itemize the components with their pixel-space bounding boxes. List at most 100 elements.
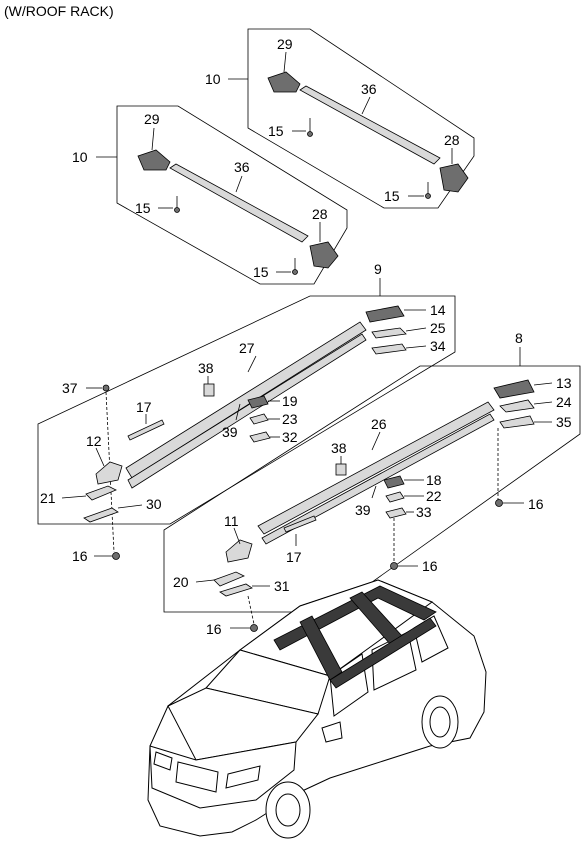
callout-21: 21	[40, 490, 56, 506]
callout-9: 9	[374, 261, 382, 277]
callout-14: 14	[430, 302, 446, 318]
side-rail-group-right: 8 26 13 24 35 38 18 22 33 39 17 11 20	[163, 330, 581, 637]
vehicle-hood	[167, 687, 319, 761]
callout-29-lower: 29	[144, 111, 160, 127]
vehicle-roof-crossbar-front	[299, 615, 343, 681]
callout-30: 30	[146, 496, 162, 512]
vehicle-headlight-right	[225, 765, 261, 789]
callout-18: 18	[426, 472, 442, 488]
clip-38-right	[335, 463, 347, 476]
pad-32	[249, 431, 271, 443]
side-rail-26	[257, 401, 495, 535]
vehicle-wheel-front-hub	[275, 793, 301, 827]
vehicle-headlight-left	[153, 751, 173, 771]
nut-16-bottom	[250, 624, 258, 632]
crossbar-group-lower: 10 29 36 28 15 15	[72, 105, 348, 285]
vehicle-front	[149, 741, 297, 809]
callout-23: 23	[282, 411, 298, 427]
end-cap-12	[95, 461, 123, 485]
vehicle-grille	[175, 761, 219, 793]
callout-38-right: 38	[331, 440, 347, 456]
cover-24	[499, 399, 535, 413]
bracket-29-lower	[137, 149, 171, 171]
callout-22: 22	[426, 488, 442, 504]
callout-8: 8	[515, 330, 523, 346]
callout-32: 32	[282, 429, 298, 445]
side-rail-27-lower-strip	[127, 333, 367, 489]
callout-19: 19	[282, 393, 298, 409]
pad-33	[385, 507, 407, 519]
callout-35: 35	[556, 414, 572, 430]
callout-16-right-b: 16	[422, 558, 438, 574]
callout-39-right: 39	[355, 502, 371, 518]
callout-17-right: 17	[286, 549, 302, 565]
crossbar-group-upper: 10 29 36 28 15 15	[205, 28, 475, 209]
nut-16-right-b	[390, 562, 398, 570]
side-rail-left-frame	[37, 295, 456, 525]
vehicle-roof-rack-rail	[273, 585, 437, 651]
bolt-15-upper-b	[425, 193, 431, 199]
side-rail-27	[125, 321, 367, 479]
callout-26: 26	[371, 416, 387, 432]
end-cap-11	[225, 539, 253, 563]
callout-12: 12	[86, 433, 102, 449]
crossbar-36-lower	[169, 163, 309, 243]
cover-22	[385, 491, 405, 503]
callout-24: 24	[556, 394, 572, 410]
bolt-15-lower-b	[292, 269, 298, 275]
strip-17	[127, 419, 165, 441]
callout-28-lower: 28	[312, 206, 328, 222]
cap-18	[383, 475, 405, 489]
nut-16-right-a	[495, 499, 503, 507]
pad-30	[83, 507, 119, 523]
callout-34: 34	[430, 338, 446, 354]
end-cap-14	[365, 305, 405, 323]
pad-31	[219, 583, 253, 597]
cap-19	[247, 395, 269, 409]
clip-38	[203, 383, 215, 397]
strip-17-right	[283, 515, 317, 533]
callout-16-left: 16	[72, 548, 88, 564]
vehicle-mirror	[321, 721, 343, 743]
callout-29-upper: 29	[277, 36, 293, 52]
callout-10-lower: 10	[72, 149, 88, 165]
callout-15-upper-a: 15	[268, 123, 284, 139]
vehicle-roof-rack-rail-side	[329, 617, 437, 689]
bracket-28-lower	[309, 241, 339, 269]
bracket-28-upper	[439, 163, 469, 193]
cover-25	[371, 327, 407, 339]
screw-37	[102, 384, 110, 392]
callout-36-lower: 36	[234, 159, 250, 175]
callout-16-bottom: 16	[206, 621, 222, 637]
vehicle-wheel-rear-hub	[429, 706, 451, 738]
pad-34	[371, 343, 407, 355]
callout-28-upper: 28	[444, 132, 460, 148]
callout-27: 27	[239, 340, 255, 356]
callout-13: 13	[556, 375, 572, 391]
callout-20: 20	[173, 574, 189, 590]
callout-16-right-a: 16	[528, 496, 544, 512]
callout-39: 39	[222, 424, 238, 440]
callout-38: 38	[198, 360, 214, 376]
nut-16-left	[112, 552, 120, 560]
callout-15-upper-b: 15	[384, 188, 400, 204]
bolt-15-upper-a	[307, 131, 313, 137]
bolt-15-lower-a	[174, 207, 180, 213]
end-cap-13	[493, 379, 535, 399]
bracket-29-upper	[267, 71, 301, 93]
diagram-header: (W/ROOF RACK)	[4, 3, 114, 19]
pad-35	[499, 415, 535, 429]
side-rail-group-left: 9 27 14 25 34 38 19 23 32 39 17 37	[37, 261, 456, 564]
callout-33: 33	[416, 504, 432, 520]
callout-11: 11	[224, 513, 239, 529]
callout-10-upper: 10	[205, 71, 221, 87]
vehicle-illustration	[147, 579, 487, 839]
cover-21	[85, 485, 117, 501]
callout-25: 25	[430, 320, 446, 336]
callout-15-lower-a: 15	[135, 200, 151, 216]
callout-37: 37	[62, 380, 78, 396]
cover-23	[249, 413, 269, 425]
side-rail-26-lower-strip	[261, 413, 495, 545]
cover-20	[213, 571, 245, 587]
